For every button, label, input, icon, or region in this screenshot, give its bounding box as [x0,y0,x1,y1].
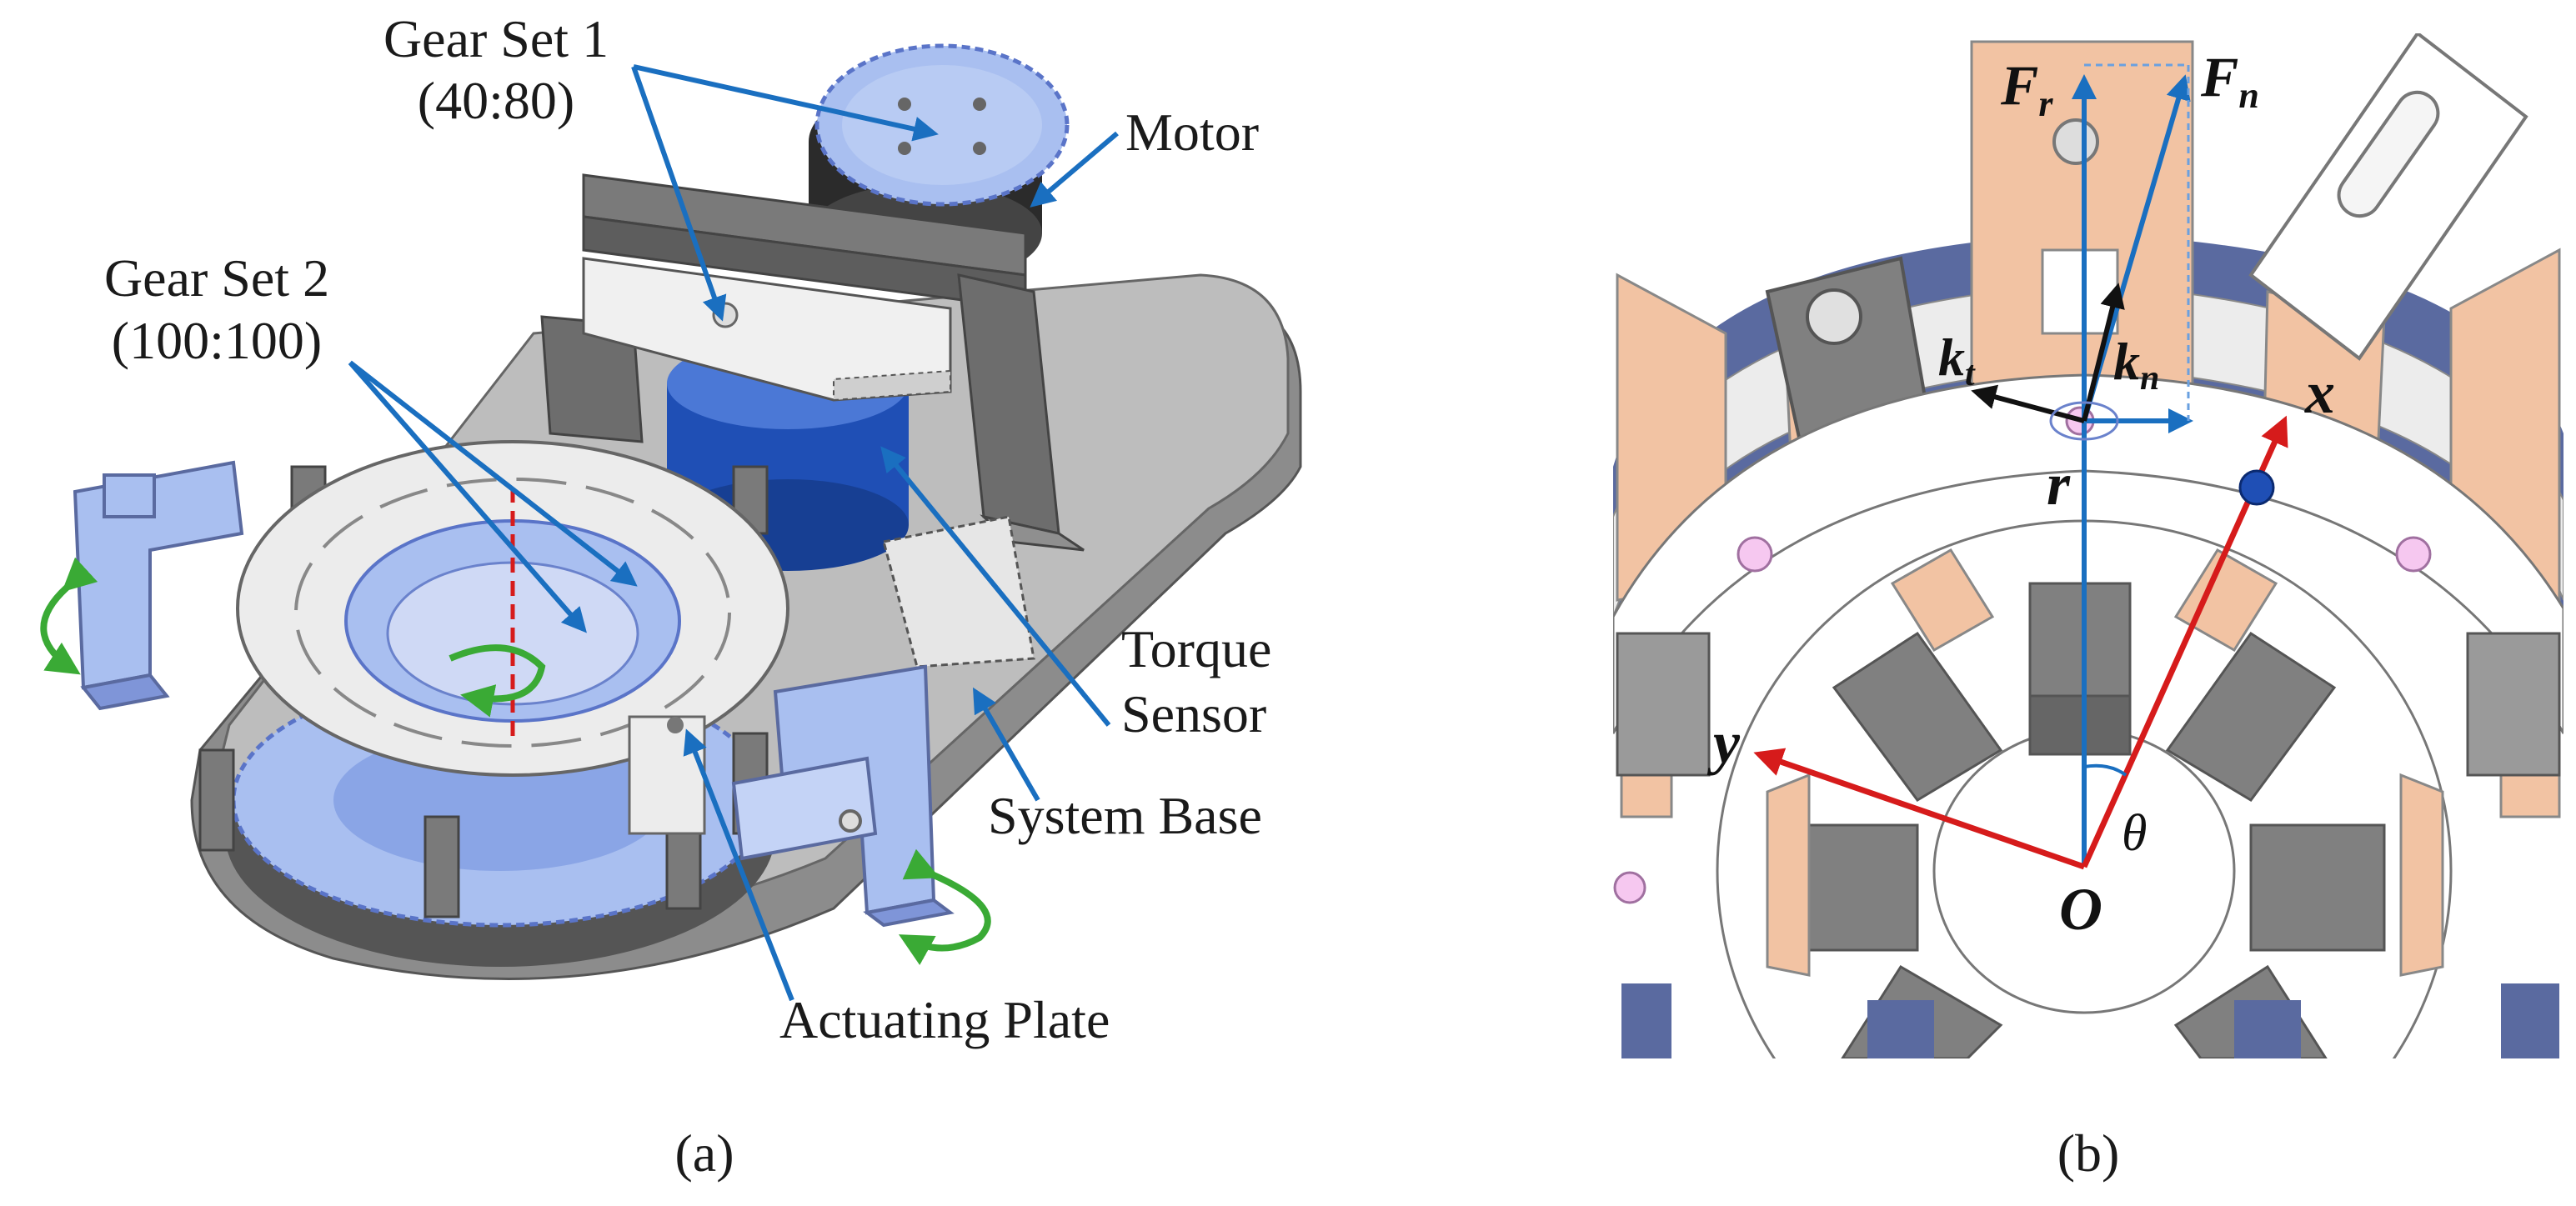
theta-arc [2083,763,2127,777]
symbol-f-r: Fr [2000,53,2053,124]
left-block-screw [1806,288,1862,345]
top-slot-screw [2052,118,2099,165]
label-motor: Motor [1125,103,1259,162]
panel-b-symbols: Fr Fn kt kn r x y θ O [1706,45,2335,943]
label-torque-sensor-line1: Torque [1121,619,1271,678]
gear-set-1-white-gear [582,257,1035,668]
navy-accents [1621,983,2559,1058]
label-gear-set-2: Gear Set 2 [104,248,329,308]
symbol-k-n: kn [2113,332,2159,398]
rotor-peach-segments [1766,548,2444,977]
label-actuating-plate: Actuating Plate [779,990,1110,1049]
panel-a-illustration: Gear Set 1 (40:80) Motor Gear Set 2 (100… [40,9,1302,1183]
caption-a: (a) [674,1123,734,1183]
force-vectors [1971,63,2193,867]
panel-a-labels: Gear Set 1 (40:80) Motor Gear Set 2 (100… [104,9,1271,1049]
symbol-origin: O [2059,876,2102,943]
label-gear-set-1-ratio: (40:80) [418,71,574,130]
label-system-base: System Base [988,786,1262,845]
caption-b: (b) [2057,1123,2120,1183]
right-tab-slot [2337,90,2440,218]
symbol-f-n: Fn [2200,45,2259,116]
top-slot-notch [2041,248,2119,335]
middle-ring [1613,373,2563,734]
gear-set-1-gear [814,43,1070,207]
rotor-magnets [1616,582,2561,1058]
right-tab [2248,33,2528,361]
coordinate-axes [1753,415,2288,870]
symbol-k-t: kt [1938,328,1976,393]
panel-b-illustration: Fr Fn kt kn r x y θ O [1613,33,2563,1058]
actuating-plate [236,440,789,835]
callout-lines [348,64,1119,1002]
contact-point [2238,469,2275,506]
clamp-left [73,460,244,711]
symbol-theta: θ [2122,805,2147,862]
clamp-right [731,664,955,928]
rotation-arrows [40,557,991,966]
label-gear-set-2-ratio: (100:100) [112,311,322,370]
symbol-x: x [2304,359,2335,426]
symbol-r: r [2047,451,2071,518]
label-torque-sensor-line2: Sensor [1121,684,1266,743]
label-gear-set-1: Gear Set 1 [383,9,609,68]
